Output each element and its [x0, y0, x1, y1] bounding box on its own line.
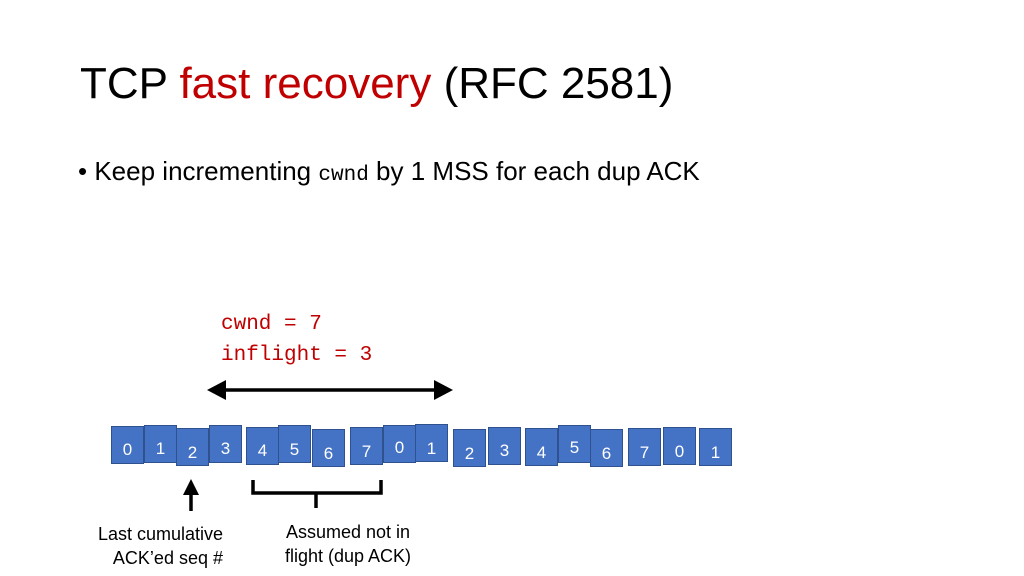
sequence-number-box: 7	[628, 428, 661, 466]
sequence-number-box: 6	[590, 429, 623, 467]
title-suffix: (RFC 2581)	[443, 59, 674, 108]
bullet-text-before: Keep incrementing	[94, 156, 312, 186]
not-in-flight-caption: Assumed not in flight (dup ACK)	[258, 520, 438, 568]
last-ack-caption-line1: Last cumulative	[97, 524, 223, 544]
sequence-number-box: 4	[525, 428, 558, 466]
sequence-number-box: 3	[488, 427, 521, 465]
slide-title: TCP fast recovery (RFC 2581)	[80, 58, 673, 110]
title-prefix: TCP	[80, 59, 168, 108]
sequence-number-box: 5	[278, 425, 311, 463]
cwnd-value: cwnd = 7	[221, 313, 322, 336]
sequence-number-box: 4	[246, 427, 279, 465]
sequence-number-box: 0	[111, 426, 144, 464]
inflight-value: inflight = 3	[221, 344, 373, 367]
not-in-flight-bracket	[251, 480, 383, 508]
bullet-code-cwnd: cwnd	[318, 164, 369, 187]
sequence-number-box: 5	[558, 425, 591, 463]
last-ack-up-arrow	[183, 479, 199, 511]
sequence-number-box: 6	[312, 429, 345, 467]
title-highlight: fast recovery	[179, 59, 432, 108]
not-in-flight-caption-line2: flight (dup ACK)	[284, 546, 412, 566]
not-in-flight-caption-line1: Assumed not in	[285, 522, 411, 542]
sequence-number-box: 1	[699, 428, 732, 466]
bullet-point: • Keep incrementing cwnd by 1 MSS for ea…	[78, 154, 700, 193]
sequence-number-box: 1	[415, 424, 448, 462]
bullet-marker: •	[78, 156, 88, 186]
last-ack-caption-line2: ACK’ed seq #	[112, 548, 223, 568]
sequence-number-box: 7	[350, 427, 383, 465]
bullet-text-after: by 1 MSS for each dup ACK	[376, 156, 700, 186]
sequence-number-box: 1	[144, 425, 177, 463]
last-ack-caption: Last cumulative ACK’ed seq #	[55, 522, 223, 570]
sequence-number-box: 3	[209, 425, 242, 463]
sequence-number-box: 2	[453, 429, 486, 467]
window-double-arrow	[207, 380, 453, 400]
sequence-number-box: 0	[663, 427, 696, 465]
sequence-number-box: 0	[383, 425, 416, 463]
sequence-number-box: 2	[176, 428, 209, 466]
